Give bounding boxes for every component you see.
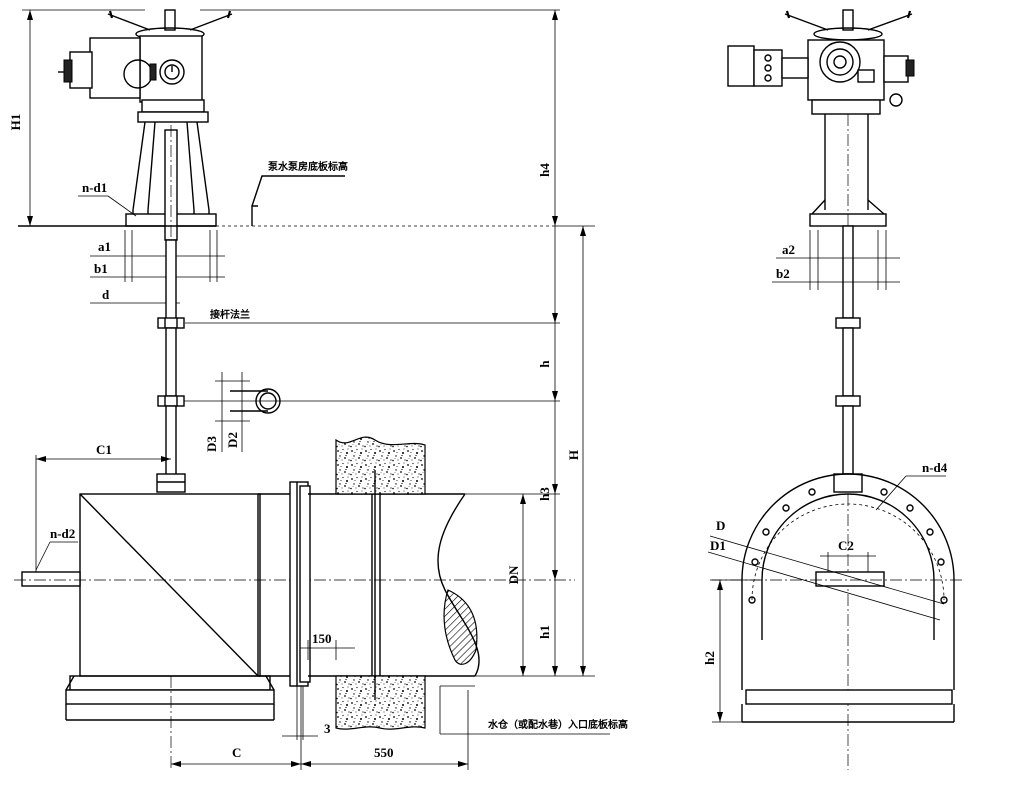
label-n-d2: n-d2	[50, 526, 75, 541]
a1-b1-d-dimensions: a1 b1 d	[90, 230, 225, 310]
front-view: H1	[8, 9, 628, 770]
actuator-side	[727, 9, 915, 115]
label-C: C	[232, 745, 241, 760]
guide-ring: D3 D2	[184, 372, 560, 452]
flange-bolt-holes	[748, 488, 948, 604]
support-side	[809, 114, 887, 770]
valve-body-front	[14, 436, 575, 770]
label-h1: h1	[537, 625, 552, 639]
label-D1: D1	[710, 538, 726, 553]
n-d1-leader: n-d1	[78, 180, 137, 217]
label-D: D	[716, 518, 725, 533]
n-d2-leader: n-d2	[35, 526, 78, 571]
d-d1-leaders: D D1	[707, 518, 945, 621]
dim-3: 3	[282, 686, 331, 740]
dim-150: 150	[300, 631, 355, 660]
label-a2: a2	[782, 242, 795, 257]
a2-b2-dimensions: a2 b2	[772, 230, 900, 290]
label-h2: h2	[702, 651, 717, 665]
label-d: d	[102, 287, 110, 302]
stem-flange-note: 接杆法兰	[185, 308, 560, 324]
label-550: 550	[374, 745, 394, 760]
dn-dimension: DN	[465, 493, 530, 677]
label-h: h	[537, 360, 552, 368]
label-a1: a1	[98, 239, 111, 254]
label-150: 150	[312, 631, 332, 646]
label-n-d4: n-d4	[922, 460, 948, 475]
label-C1: C1	[96, 442, 112, 457]
vertical-dimensions-right: h4 h h3 h1 H	[200, 9, 595, 677]
bottom-dimensions: C 550	[171, 686, 469, 770]
label-b1: b1	[94, 261, 108, 276]
inlet-floor-note: 水仓（或配水巷）入口底板标高	[487, 718, 628, 731]
pump-floor-note: 泵水泵房底板标高	[268, 160, 348, 173]
label-b2: b2	[776, 266, 790, 281]
stem-flange-label: 接杆法兰	[210, 308, 250, 321]
side-view: a2 b2	[702, 9, 962, 770]
h1-top-dimension: H1	[8, 9, 145, 227]
c2-dimension: C2	[820, 538, 876, 572]
n-d4-leader: n-d4	[875, 460, 948, 511]
label-H1: H1	[8, 114, 23, 131]
label-3: 3	[324, 721, 331, 736]
label-D3: D3	[204, 436, 219, 452]
label-h3: h3	[537, 487, 552, 501]
label-DN: DN	[506, 565, 521, 584]
body-side	[710, 473, 962, 723]
valve-stem-front	[156, 239, 186, 493]
label-n-d1: n-d1	[82, 180, 107, 195]
label-h4: h4	[537, 163, 552, 177]
pump-floor-level: 泵水泵房底板标高	[18, 160, 595, 227]
actuator-front	[58, 9, 233, 123]
label-H: H	[566, 450, 581, 460]
label-D2: D2	[225, 432, 240, 448]
label-C2: C2	[838, 538, 854, 553]
h2-dimension: h2	[702, 579, 760, 723]
c1-dimension: C1	[35, 442, 171, 580]
